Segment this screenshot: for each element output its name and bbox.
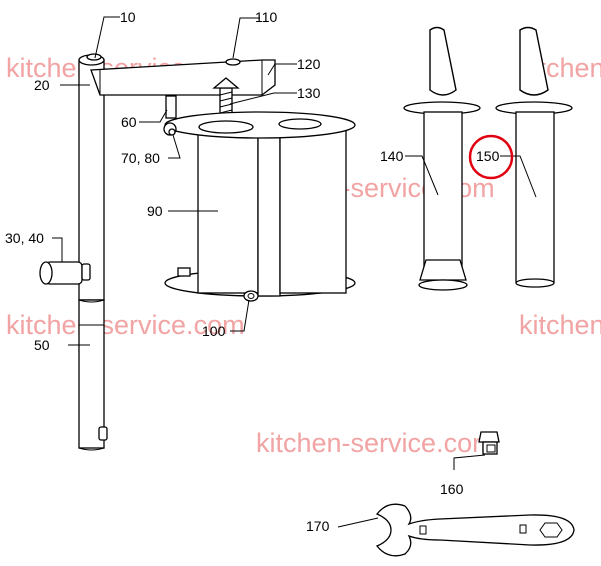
- part-label-50: 50: [34, 337, 50, 353]
- wrench-part-170: [375, 503, 575, 557]
- part-label-160: 160: [440, 481, 464, 497]
- part-label-100: 100: [202, 323, 226, 339]
- bolt-part-100: [243, 290, 259, 302]
- knob-part-30-40: [39, 261, 91, 285]
- part-label-30-40: 30, 40: [5, 230, 44, 246]
- part-label-140: 140: [380, 148, 404, 164]
- part-label-150: 150: [476, 148, 500, 164]
- part-label-10: 10: [120, 9, 136, 25]
- part-label-90: 90: [147, 203, 163, 219]
- part-label-170: 170: [306, 518, 330, 534]
- part-label-130: 130: [297, 85, 321, 101]
- watermark: kitchen-service.com: [6, 310, 245, 340]
- part-label-70-80: 70, 80: [121, 150, 160, 166]
- part-label-20: 20: [34, 77, 50, 93]
- watermark: kitchen: [519, 310, 601, 340]
- tool-part-150: [495, 26, 573, 288]
- leader-lines: [52, 16, 537, 528]
- screw-part-130: [212, 77, 240, 119]
- highlight-circle: [468, 134, 514, 180]
- column-part-50: [78, 299, 108, 451]
- drum-part-90: [163, 111, 356, 297]
- nut-part-160: [478, 431, 500, 455]
- watermark: kitchen-service.com: [256, 428, 495, 458]
- tool-part-140: [403, 26, 481, 291]
- part-label-120: 120: [297, 56, 321, 72]
- part-label-60: 60: [121, 114, 137, 130]
- column-part-20: [78, 53, 105, 301]
- pin-part-60: [165, 95, 177, 119]
- part-label-110: 110: [255, 9, 278, 25]
